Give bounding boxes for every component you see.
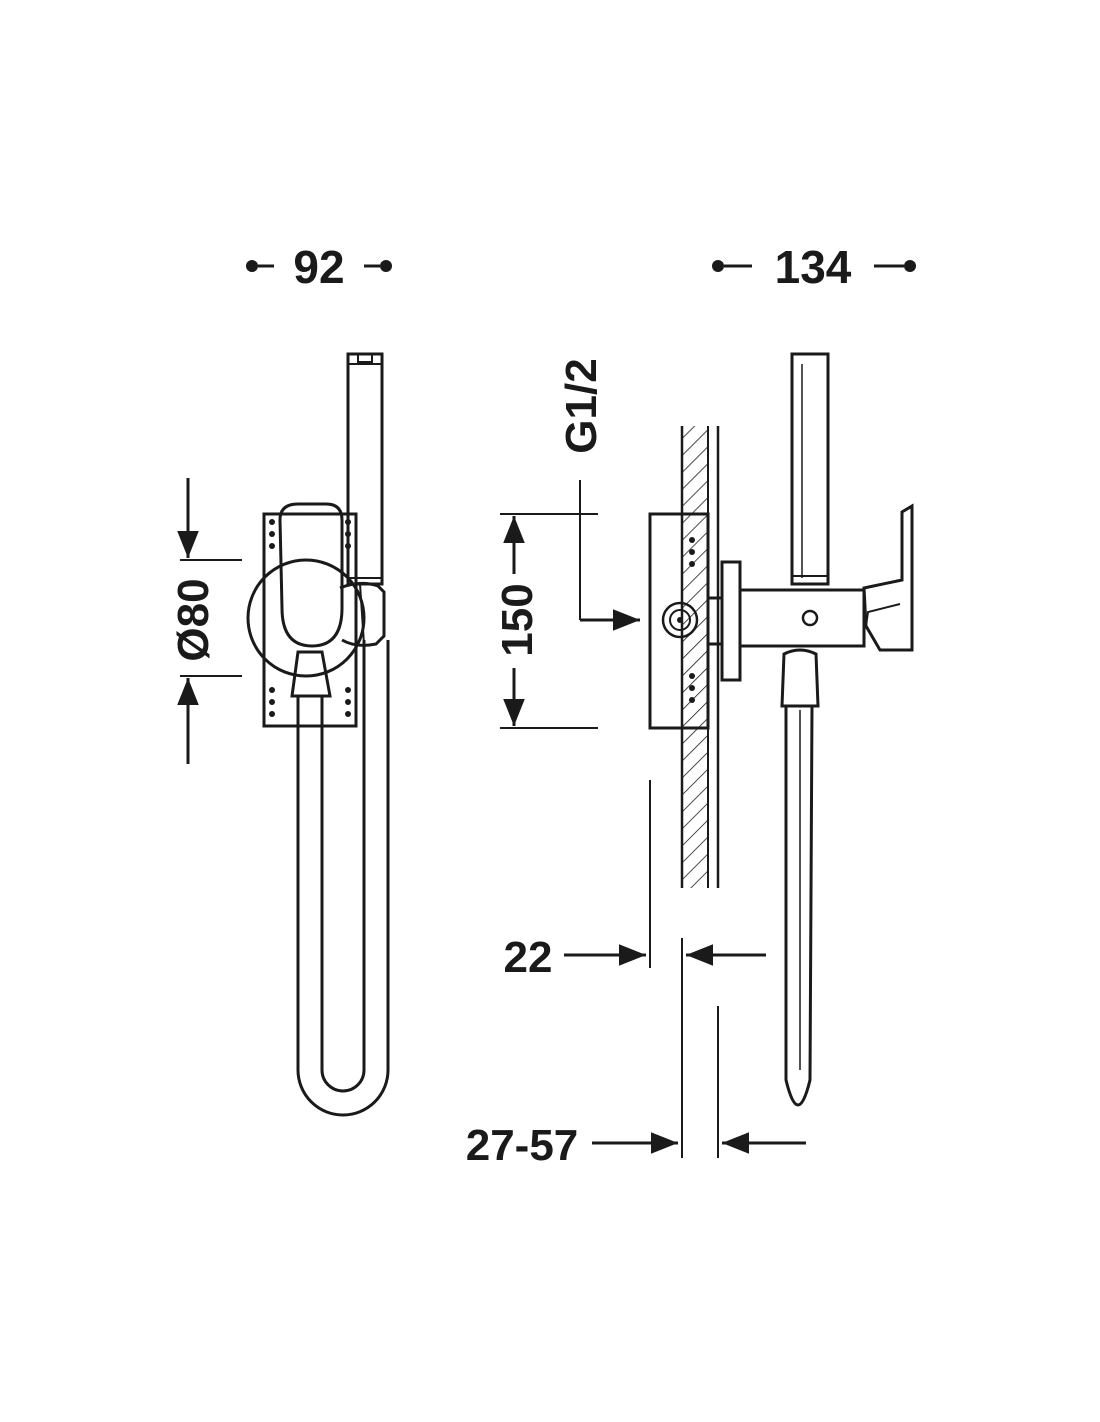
dimension-plate-height: 150 xyxy=(493,513,598,729)
wall-min-label: 22 xyxy=(504,933,553,982)
dimension-side-depth: 134 xyxy=(712,241,916,293)
hand-shower-side xyxy=(790,352,830,586)
front-view: 92 xyxy=(169,241,392,1117)
dimension-wall-min: 22 xyxy=(504,780,766,1158)
thread-label: G1/2 xyxy=(557,358,606,453)
escutcheon-flange xyxy=(720,560,742,682)
wall-range-label: 27-57 xyxy=(466,1121,579,1170)
hose-connector-side xyxy=(780,648,820,708)
hand-shower-front xyxy=(346,352,384,586)
thread-callout: G1/2 xyxy=(557,358,640,631)
dimension-wall-range: 27-57 xyxy=(466,1006,806,1170)
hose-connector-front xyxy=(290,650,332,698)
wall-section xyxy=(680,426,720,888)
plate-height-label: 150 xyxy=(493,583,542,656)
holder-bracket-front xyxy=(339,581,386,647)
dimension-front-width: 92 xyxy=(246,241,392,293)
lever-side xyxy=(862,503,914,652)
diameter-label: Ø80 xyxy=(169,578,218,661)
escutcheon-side xyxy=(706,596,724,646)
side-depth-label: 134 xyxy=(775,241,852,293)
dimension-diameter: Ø80 xyxy=(169,478,242,764)
front-width-label: 92 xyxy=(293,241,344,293)
escutcheon-front xyxy=(246,558,366,678)
mixer-body-side xyxy=(738,588,866,648)
mounting-plate-front xyxy=(262,512,358,728)
side-view: 134 xyxy=(466,241,916,1170)
lever-front xyxy=(278,502,344,648)
hose-side xyxy=(784,705,814,1107)
hose-front xyxy=(296,640,390,1117)
